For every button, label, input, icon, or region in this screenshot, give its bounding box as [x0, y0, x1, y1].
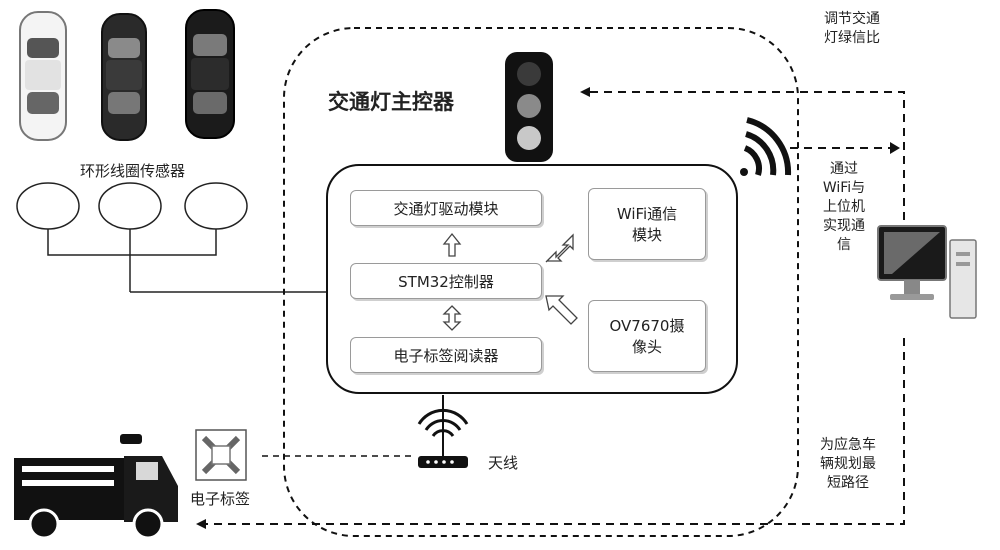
arrow-stm32-wifi-bidir — [545, 233, 574, 263]
stm32-controller-box: STM32控制器 — [350, 263, 542, 299]
antenna-label: 天线 — [488, 454, 519, 472]
wifi-signal-icon — [743, 117, 792, 176]
loop-sensor-3 — [184, 182, 248, 230]
arrow-camera-to-stm32 — [545, 295, 578, 325]
controller-boundary — [283, 27, 799, 537]
traffic-light-icon — [505, 52, 553, 162]
rfid-tag-icon — [195, 429, 247, 481]
controller-title: 交通灯主控器 — [328, 90, 454, 114]
dashed-link-adjust — [580, 87, 905, 220]
tag-reader-box: 电子标签阅读器 — [350, 337, 542, 373]
computer-icon — [877, 225, 977, 319]
wifi-dot — [740, 168, 748, 176]
sensor-wiring — [47, 229, 350, 293]
white-car-icon — [19, 11, 67, 141]
camera-box: OV7670摄 像头 — [588, 300, 706, 372]
loop-sensor-2 — [98, 182, 162, 230]
sensor-label: 环形线圈传感器 — [80, 162, 186, 180]
wifi-module-box: WiFi通信 模块 — [588, 188, 706, 260]
dark-car-icon — [185, 9, 235, 139]
route-note: 为应急车 辆规划最 短路径 — [820, 437, 876, 491]
wifi-link-arrowhead — [890, 142, 900, 154]
loop-sensor-1 — [16, 182, 80, 230]
driver-module-box: 交通灯驱动模块 — [350, 190, 542, 226]
antenna-icon — [417, 395, 469, 468]
fire-truck-icon — [14, 434, 178, 540]
arrow-stm32-to-driver — [442, 232, 462, 257]
wifi-link-note: 通过 WiFi与 上位机 实现通 信 — [822, 161, 866, 253]
adjust-note: 调节交通 灯绿信比 — [824, 11, 880, 46]
black-car-icon — [101, 13, 147, 141]
arrow-stm32-reader-bidir — [442, 305, 462, 331]
tag-label: 电子标签 — [190, 490, 251, 508]
dashed-link-route — [196, 338, 905, 529]
